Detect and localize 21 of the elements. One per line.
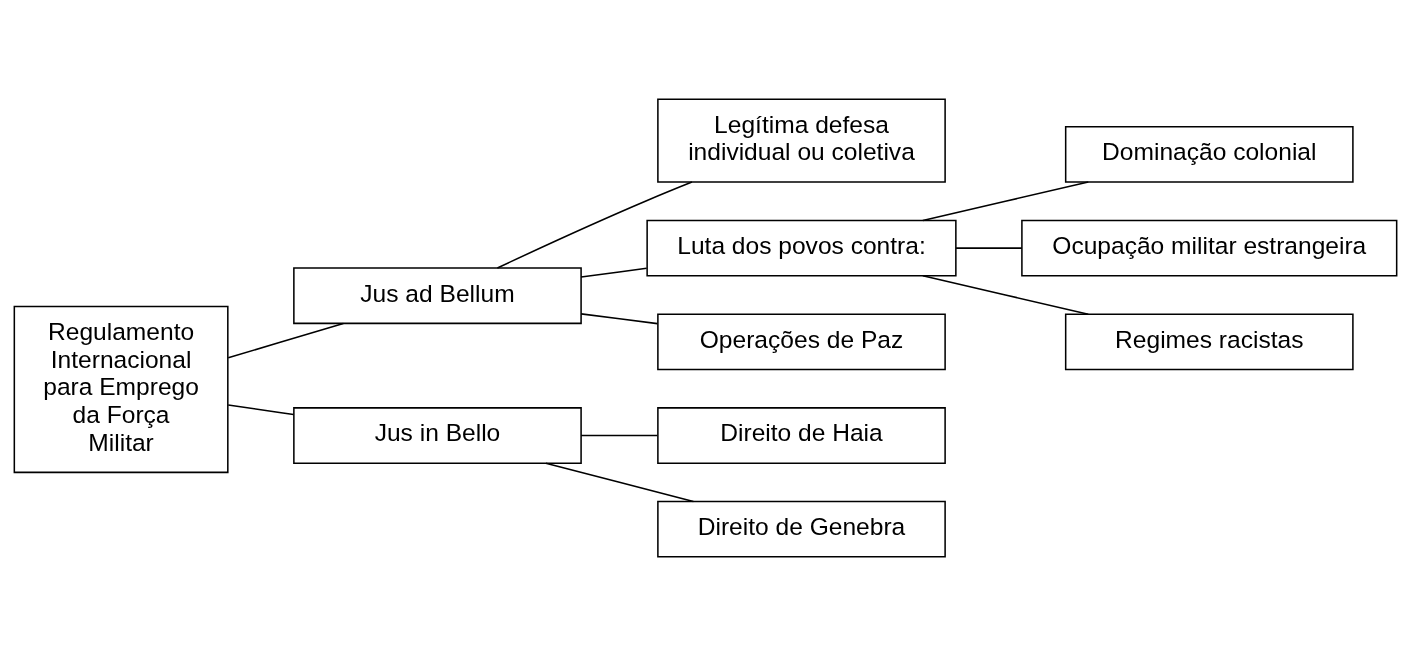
connector bbox=[580, 312, 659, 324]
connector bbox=[545, 461, 695, 502]
node-box: Direito de Haia bbox=[657, 406, 946, 464]
node-box: Luta dos povos contra: bbox=[646, 219, 957, 277]
connector bbox=[955, 246, 1023, 249]
connector bbox=[922, 180, 1090, 221]
node-box: Regulamento Internacional para Emprego da Força Militar bbox=[13, 305, 229, 473]
connector bbox=[580, 434, 659, 436]
node-box: Jus in Bello bbox=[293, 406, 582, 464]
node-box: Regimes racistas bbox=[1064, 312, 1354, 370]
connector bbox=[496, 180, 693, 269]
connector bbox=[227, 403, 295, 415]
node-box: Jus ad Bellum bbox=[293, 266, 582, 324]
node-box: Ocupação militar estrangeira bbox=[1021, 219, 1398, 277]
connector bbox=[922, 274, 1090, 315]
node-box: Legítima defesa individual ou coletiva bbox=[657, 97, 946, 183]
node-box: Dominação colonial bbox=[1064, 125, 1354, 183]
connector bbox=[580, 267, 648, 278]
node-box: Direito de Genebra bbox=[657, 500, 946, 558]
node-box: Operações de Paz bbox=[657, 312, 946, 370]
connector bbox=[227, 322, 345, 359]
